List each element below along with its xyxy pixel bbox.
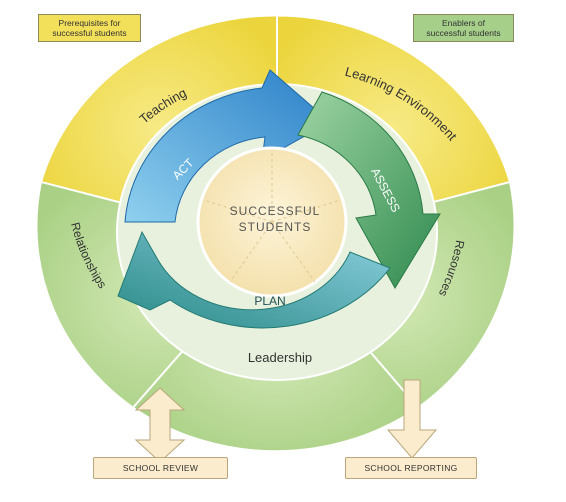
legend-prerequisites-line2: successful students [52,28,127,38]
center-circle: SUCCESSFUL STUDENTS [196,146,348,298]
leadership-label: Leadership [248,350,312,365]
plan-arrow [117,230,391,329]
center-label-line1: SUCCESSFUL [230,204,321,218]
school-reporting-box: SCHOOL REPORTING [345,457,477,479]
legend-enablers-line2: successful students [426,28,501,38]
school-reporting-label: SCHOOL REPORTING [364,463,458,473]
reporting-down-arrow [386,379,438,459]
school-review-box: SCHOOL REVIEW [93,457,228,479]
plan-label: PLAN [254,294,285,308]
assess-arrow [297,91,441,289]
legend-enablers-line1: Enablers of [442,18,485,28]
cycle-arrows [117,69,441,329]
act-arrow [124,69,331,223]
center-label-line2: STUDENTS [239,220,312,234]
legend-prerequisites: Prerequisites for successful students [38,14,141,42]
school-review-label: SCHOOL REVIEW [122,463,199,473]
center-dividers [203,150,341,283]
legend-enablers: Enablers of successful students [413,14,514,42]
legend-prerequisites-line1: Prerequisites for [58,18,121,28]
